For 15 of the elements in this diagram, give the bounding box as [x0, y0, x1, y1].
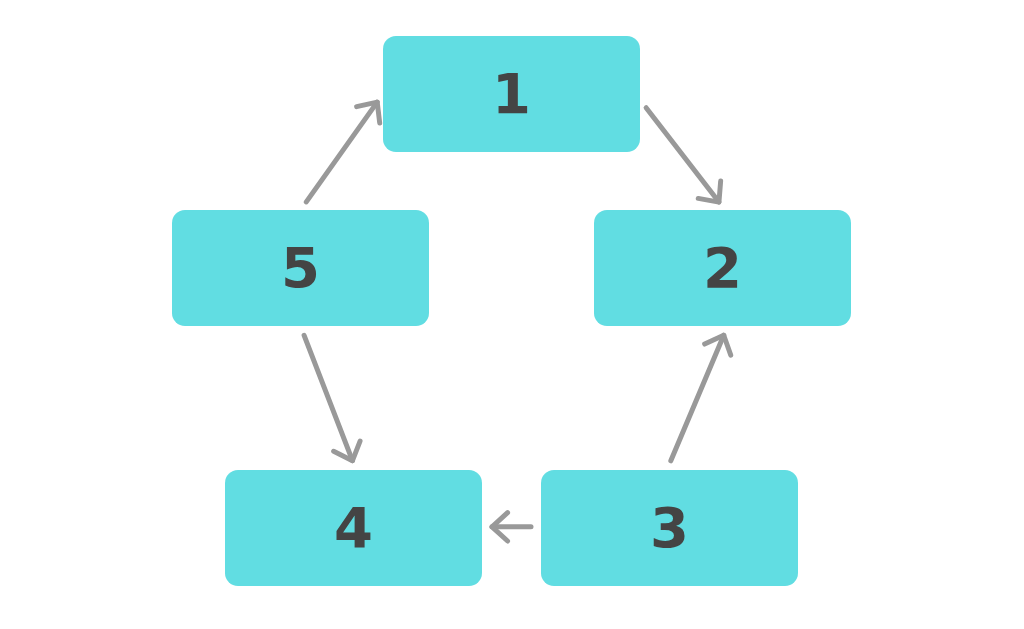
arrow: [301, 332, 363, 464]
step-number: 3: [650, 500, 689, 556]
step-number: 4: [334, 500, 373, 556]
arrow: [643, 105, 724, 205]
process-box: [541, 470, 798, 586]
process-box: [383, 36, 640, 152]
process-box: [225, 470, 482, 586]
step-number: 1: [492, 66, 531, 122]
step-number: 5: [281, 240, 320, 296]
arrow: [303, 99, 383, 205]
process-box: [172, 210, 429, 326]
step-number: 2: [703, 240, 742, 296]
arrow: [668, 332, 734, 464]
arrow: [489, 510, 534, 544]
process-box: [594, 210, 851, 326]
